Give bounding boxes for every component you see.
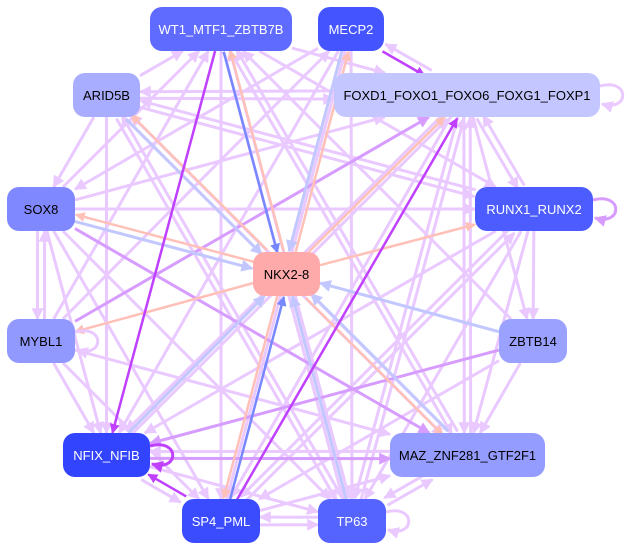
edge-foxd1-to-runx1: [475, 117, 520, 190]
edge-sp4-to-nkx28: [228, 295, 287, 501]
edge-arid5b-to-nkx28: [124, 118, 263, 256]
edge-tp63-to-arid5b: [120, 114, 344, 499]
node-zbtb14[interactable]: ZBTB14: [499, 319, 567, 363]
edge-foxd1-to-mecp2: [384, 42, 433, 72]
node-label: ZBTB14: [509, 333, 557, 349]
edge-runx1-to-foxd1: [481, 114, 526, 187]
edge-mybl1-to-wt1: [52, 49, 210, 320]
edge-nkx28-to-maz: [304, 297, 444, 437]
edge-nkx28-to-wt1: [227, 49, 286, 252]
edge-mybl1-to-foxd1: [74, 115, 430, 323]
edge-nkx28-to-mybl1: [74, 281, 254, 335]
node-label: SOX8: [23, 201, 59, 217]
edge-nkx28-to-sp4: [221, 294, 279, 500]
node-label: MECP2: [328, 21, 374, 37]
node-tp63[interactable]: TP63: [318, 499, 386, 543]
edge-maz-to-tp63: [383, 473, 427, 500]
edge-nkx28-to-runx1: [319, 221, 476, 267]
edge-wt1-to-nfix: [109, 50, 217, 434]
edge-arid5b-to-sox8: [52, 116, 96, 189]
edge-maz-to-nkx28: [310, 292, 450, 432]
edge-tp63-to-nkx28: [289, 294, 348, 500]
edge-mecp2-to-nkx28: [286, 49, 344, 253]
edge-wt1-to-runx1: [258, 49, 497, 189]
edge-sox8-to-foxd1: [74, 113, 386, 202]
edge-foxd1-to-arid5b: [138, 85, 335, 98]
node-label: FOXD1_FOXO1_FOXO6_FOXG1_FOXP1: [343, 87, 591, 103]
self-loop-mybl1: [74, 329, 100, 359]
edge-runx1-to-nfix: [143, 229, 497, 435]
node-mybl1[interactable]: MYBL1: [7, 319, 75, 363]
node-nfix[interactable]: NFIX_NFIB: [63, 433, 150, 477]
edge-zbtb14-to-nkx28: [318, 280, 500, 334]
node-nkx28[interactable]: NKX2-8: [253, 252, 320, 296]
node-label: MAZ_ZNF281_GTF2F1: [398, 447, 537, 463]
node-foxd1[interactable]: FOXD1_FOXO1_FOXO6_FOXG1_FOXP1: [334, 73, 600, 117]
edge-tp63-to-maz: [386, 478, 434, 507]
edge-mybl1-to-nfix: [52, 362, 96, 435]
node-wt1[interactable]: WT1_MTF1_ZBTB7B: [150, 7, 292, 51]
node-label: NFIX_NFIB: [73, 447, 140, 463]
edge-maz-to-wt1: [235, 48, 459, 433]
node-label: WT1_MTF1_ZBTB7B: [158, 21, 284, 37]
edge-zbtb14-to-maz: [478, 362, 522, 435]
edge-arid5b-to-wt1: [139, 49, 184, 77]
edge-zbtb14-to-nfix: [148, 348, 500, 447]
edge-sp4-to-nfix: [147, 473, 187, 498]
self-loop-runx1: [592, 197, 618, 227]
edge-mecp2-to-nfix: [117, 50, 340, 435]
edge-nfix-to-nkx28: [127, 294, 266, 435]
node-label: TP63: [336, 513, 368, 529]
edge-sp4-to-maz: [259, 472, 392, 513]
self-loop-tp63: [385, 509, 411, 539]
edge-foxd1-to-sp4: [229, 114, 453, 499]
node-label: SP4_PML: [191, 513, 251, 529]
node-label: ARID5B: [83, 87, 130, 103]
node-label: NKX2-8: [263, 266, 310, 282]
edge-wt1-to-maz: [229, 51, 454, 436]
node-runx1[interactable]: RUNX1_RUNX2: [475, 187, 593, 231]
edge-nfix-to-sp4: [140, 478, 182, 504]
node-sp4[interactable]: SP4_PML: [182, 499, 260, 543]
edge-runx1-to-zbtb14: [527, 230, 540, 321]
edge-nkx28-to-foxd1: [307, 116, 446, 253]
edge-sp4-to-foxd1: [235, 117, 459, 502]
node-mecp2[interactable]: MECP2: [318, 7, 384, 51]
node-maz[interactable]: MAZ_ZNF281_GTF2F1: [390, 433, 545, 477]
self-loop-foxd1: [599, 83, 625, 113]
node-label: RUNX1_RUNX2: [486, 201, 582, 217]
edge-mecp2-to-foxd1: [381, 50, 426, 77]
node-arid5b[interactable]: ARID5B: [73, 73, 140, 117]
edge-nkx28-to-arid5b: [130, 113, 268, 251]
self-loop-nfix: [149, 443, 175, 473]
edge-mecp2-to-tp63: [345, 50, 358, 501]
edge-mybl1-to-mecp2: [61, 49, 331, 321]
edge-wt1-to-nkx28: [222, 51, 280, 254]
edge-sox8-to-maz: [74, 227, 431, 435]
node-sox8[interactable]: SOX8: [7, 187, 75, 231]
edge-mybl1-to-maz: [74, 348, 392, 438]
node-label: MYBL1: [19, 333, 63, 349]
